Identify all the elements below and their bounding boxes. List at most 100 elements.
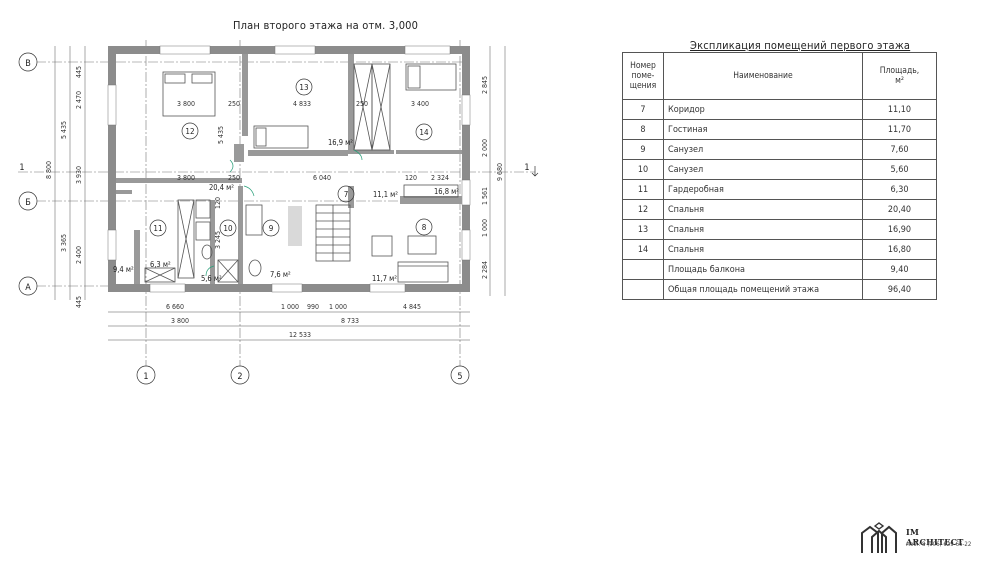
section-mark-right: 1: [524, 163, 529, 173]
dim-text: 990: [307, 303, 319, 311]
dim-text: 1 561: [481, 187, 489, 205]
table-cell-area: 9,40: [862, 259, 937, 280]
dim-text: 1 000: [329, 303, 347, 311]
dim-text: 3 245: [214, 231, 222, 249]
dim-text: 445: [75, 66, 83, 78]
room-14-label: 14: [419, 128, 429, 137]
room-10-label: 10: [223, 224, 233, 233]
dim-text: 5 435: [60, 121, 68, 139]
dim-text: 3 800: [177, 100, 195, 108]
dim-text: 1 000: [281, 303, 299, 311]
room-9-label: 9: [269, 224, 274, 233]
table-cell-name: Спальня: [663, 239, 863, 260]
table-cell-area: 96,40: [862, 279, 937, 300]
table-cell-area: 16,90: [862, 219, 937, 240]
room-7-label: 7: [344, 190, 349, 199]
floor-plan: 13 12 14 7 11 10 9 8 16,9 м² 11,1 м² 16,…: [18, 40, 539, 385]
table-cell-name: Общая площадь помещений этажа: [663, 279, 863, 300]
table-cell-n: 11: [622, 179, 664, 200]
area-12: 20,4 м²: [209, 183, 234, 192]
section-mark-left: 1: [19, 163, 24, 173]
area-11: 6,3 м²: [150, 260, 171, 269]
table-cell-area: 6,30: [862, 179, 937, 200]
dim-text: 250: [228, 100, 240, 108]
table-cell-area: 16,80: [862, 239, 937, 260]
dim-text: 3 930: [75, 166, 83, 184]
dim-text: 2 284: [481, 261, 489, 279]
architect-logo: IM ARCHITECT моб.: 8 (906) 629-66-22: [858, 521, 972, 557]
room-13-label: 13: [299, 83, 308, 92]
table-cell-name: Санузел: [663, 159, 863, 180]
table-cell-name: Спальня: [663, 219, 863, 240]
table-cell-area: 20,40: [862, 199, 937, 220]
table-cell-name: Коридор: [663, 99, 863, 120]
axis-b: Б: [25, 198, 31, 208]
table-cell-name: Площадь балкона: [663, 259, 863, 280]
wall-right: [462, 46, 470, 292]
area-14: 16,8 м²: [434, 187, 459, 196]
dim-text: 3 365: [60, 234, 68, 252]
table-cell-n: [622, 259, 664, 280]
table-cell-n: 8: [622, 119, 664, 140]
table-cell-n: 13: [622, 219, 664, 240]
dim-text: 250: [228, 174, 240, 182]
area-9: 7,6 м²: [270, 270, 291, 279]
logo-name: IM ARCHITECT: [906, 527, 964, 547]
dim-text: 4 833: [293, 100, 311, 108]
dim-text: 2 400: [75, 246, 83, 264]
dim-text: 8 800: [45, 161, 53, 179]
plan-title: План второго этажа на отм. 3,000: [233, 19, 419, 32]
table-cell-n: 14: [622, 239, 664, 260]
logo-phone: моб.: 8 (906) 629-66-22: [906, 541, 972, 548]
dim-text: 3 400: [411, 100, 429, 108]
area-8: 11,7 м²: [372, 274, 397, 283]
table-cell-name: Санузел: [663, 139, 863, 160]
dim-text: 445: [75, 296, 83, 308]
dim-text: 2 845: [481, 76, 489, 94]
dim-text: 8 733: [341, 317, 359, 325]
dim-text: 1 000: [481, 219, 489, 237]
dim-text: 6 660: [166, 303, 184, 311]
axis-v: В: [25, 59, 31, 69]
logo-icon: [861, 522, 897, 553]
area-10: 5,6 м²: [201, 274, 222, 283]
dim-text: 6 040: [313, 174, 331, 182]
table-cell-area: 11,70: [862, 119, 937, 140]
room-8-label: 8: [422, 223, 427, 232]
room-12-label: 12: [185, 127, 194, 136]
axis-2: 2: [237, 372, 242, 382]
header-area: Площадь,м²: [862, 52, 937, 100]
table-cell-name: Спальня: [663, 199, 863, 220]
dim-text: 3 800: [171, 317, 189, 325]
dim-text: 2 000: [481, 139, 489, 157]
table-cell-n: [622, 279, 664, 300]
room-11-label: 11: [153, 224, 162, 233]
table-cell-n: 12: [622, 199, 664, 220]
table-cell-area: 5,60: [862, 159, 937, 180]
table-title: Экспликация помещений первого этажа: [690, 39, 911, 52]
dim-text: 2 324: [431, 174, 449, 182]
dim-text: 12 533: [289, 331, 311, 339]
dim-text: 9 680: [496, 163, 504, 181]
dim-text: 5 435: [217, 126, 225, 144]
axis-1: 1: [143, 372, 148, 382]
area-7: 11,1 м²: [373, 190, 398, 199]
table-cell-area: 7,60: [862, 139, 937, 160]
dim-text: 250: [356, 100, 368, 108]
axis-5: 5: [457, 372, 462, 382]
dim-text: 4 845: [403, 303, 421, 311]
